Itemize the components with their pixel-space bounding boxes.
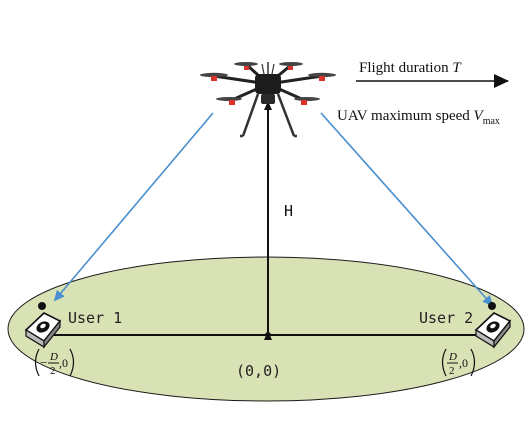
ground-user-device-icon — [24, 302, 62, 349]
svg-text:2: 2 — [50, 365, 56, 377]
svg-text:D: D — [448, 351, 457, 363]
link-arrow-user2 — [320, 112, 494, 307]
flight-duration-label: Flight duration T — [359, 60, 462, 76]
height-label: H — [284, 202, 293, 220]
user1-coordinate: − D 2 ,0 — [34, 348, 75, 377]
svg-text:,0: ,0 — [59, 356, 68, 370]
svg-text:2: 2 — [449, 365, 455, 377]
svg-text:−: − — [40, 355, 47, 370]
svg-text:,0: ,0 — [459, 356, 468, 370]
user2-coordinate: D 2 ,0 — [441, 348, 476, 377]
max-speed-label: UAV maximum speed Vmax — [337, 108, 500, 127]
ground-user-device-icon — [474, 302, 512, 349]
origin-point — [265, 332, 271, 338]
user1-label: User 1 — [68, 309, 122, 327]
origin-label: (0,0) — [236, 362, 281, 380]
user2-label: User 2 — [419, 309, 473, 327]
uav-drone-icon — [200, 62, 336, 138]
link-arrow-user1 — [53, 112, 214, 302]
svg-text:D: D — [49, 351, 58, 363]
